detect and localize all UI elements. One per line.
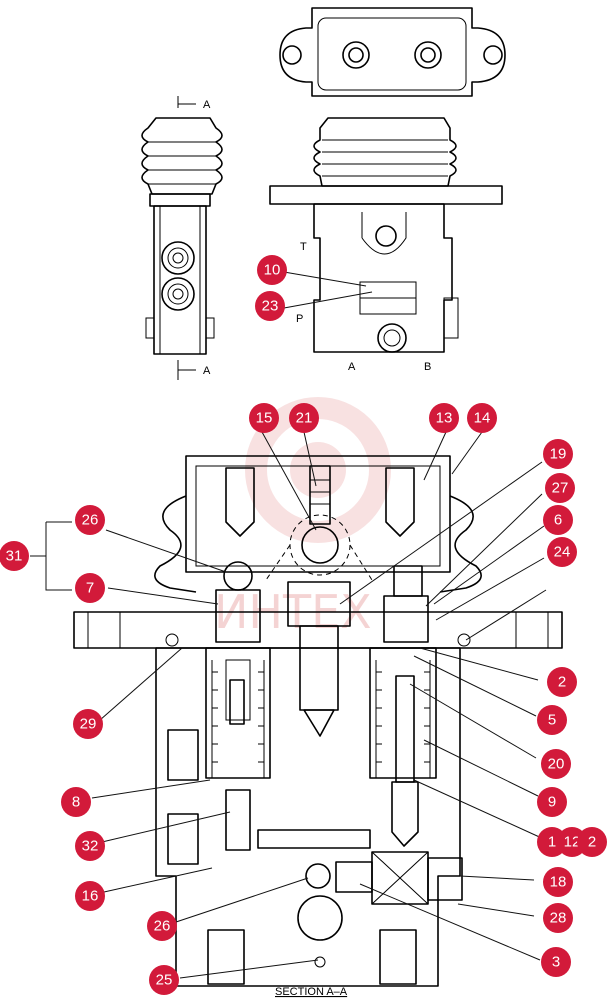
callout-2-lower: 2 [577,827,607,857]
svg-text:26: 26 [82,512,99,529]
front-view: T P A B [269,117,503,373]
callout-29: 29 [73,709,103,739]
port-p-label: P [296,313,303,325]
section-mark-top: A [203,99,211,111]
callout-7: 7 [75,573,105,603]
svg-text:20: 20 [548,756,565,773]
callout-31: 31 [0,541,29,571]
port-a-label: A [348,361,356,373]
svg-text:1: 1 [548,834,556,851]
callout-26-upper: 26 [75,505,105,535]
callout-25: 25 [149,965,179,995]
side-view: A A [141,96,223,380]
callout-14: 14 [467,403,497,433]
svg-text:12: 12 [564,834,581,851]
svg-text:21: 21 [296,410,313,427]
callout-18: 18 [543,867,573,897]
callout-2-upper: 2 [547,667,577,697]
port-t-label: T [300,241,307,253]
callout-32: 32 [75,831,105,861]
svg-text:2: 2 [558,674,566,691]
leader-lines [30,271,547,979]
svg-text:13: 13 [436,410,453,427]
svg-text:5: 5 [548,712,556,729]
svg-text:8: 8 [72,794,80,811]
svg-text:6: 6 [554,512,562,529]
port-b-label: B [424,361,431,373]
callout-26-lower: 26 [147,911,177,941]
svg-text:27: 27 [552,480,569,497]
callout-24: 24 [547,537,577,567]
callout-27: 27 [545,473,575,503]
section-title: SECTION A–A [275,986,348,998]
svg-text:19: 19 [550,446,567,463]
svg-text:16: 16 [82,888,99,905]
callout-28: 28 [543,903,573,933]
callout-9: 9 [537,787,567,817]
svg-text:23: 23 [262,298,279,315]
callout-10: 10 [257,255,287,285]
svg-text:24: 24 [554,544,571,561]
svg-text:14: 14 [474,410,491,427]
svg-text:29: 29 [80,716,97,733]
svg-text:10: 10 [264,262,281,279]
callout-23: 23 [255,291,285,321]
callout-15: 15 [249,403,279,433]
watermark: ИНТЕХ [214,397,391,639]
svg-text:28: 28 [550,910,567,927]
svg-text:2: 2 [588,834,596,851]
svg-text:18: 18 [550,874,567,891]
svg-text:32: 32 [82,838,99,855]
callout-13: 13 [429,403,459,433]
callouts: 10 23 15 21 13 14 19 27 6 24 26 31 7 2 2… [0,255,607,995]
callout-19: 19 [543,439,573,469]
svg-text:7: 7 [86,580,94,597]
svg-text:3: 3 [552,954,560,971]
svg-text:15: 15 [256,410,273,427]
callout-5: 5 [537,705,567,735]
callout-16: 16 [75,881,105,911]
callout-8: 8 [61,787,91,817]
callout-6: 6 [543,505,573,535]
svg-text:9: 9 [548,794,556,811]
callout-21: 21 [289,403,319,433]
svg-text:26: 26 [154,918,171,935]
svg-text:31: 31 [6,548,23,565]
callout-3: 3 [541,947,571,977]
svg-text:25: 25 [156,972,173,989]
section-mark-bottom: A [203,365,211,377]
section-view [73,455,563,987]
callout-20: 20 [541,749,571,779]
top-view-flange [279,7,506,97]
